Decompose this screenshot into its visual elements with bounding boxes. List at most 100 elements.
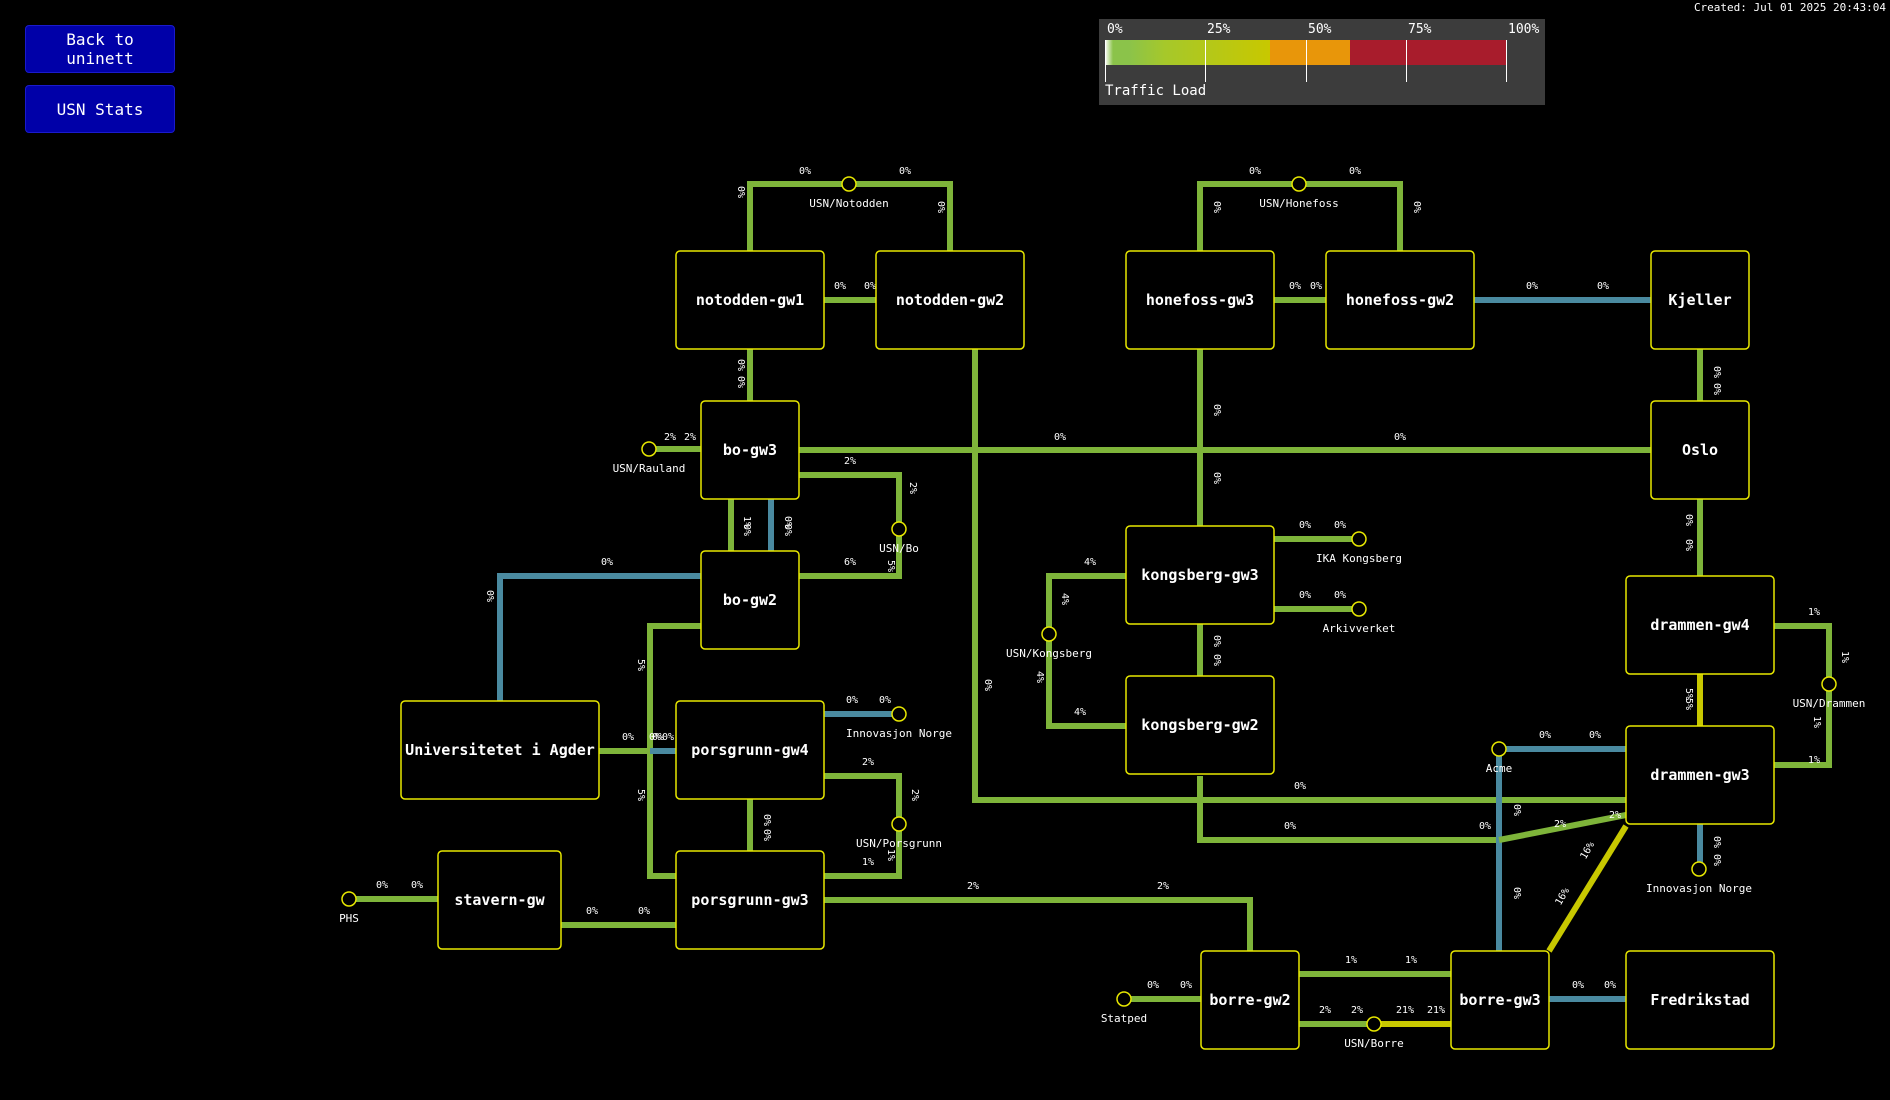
endpoint-statped[interactable]: Statped (1101, 991, 1147, 1025)
endpoint-marker[interactable] (1351, 601, 1367, 617)
node-kongsberg-gw3[interactable]: kongsberg-gw3 (1125, 525, 1275, 625)
node-box[interactable] (1450, 950, 1550, 1050)
node-box[interactable] (1325, 250, 1475, 350)
endpoint-marker[interactable] (891, 706, 907, 722)
link-line[interactable] (497, 573, 701, 701)
node-fredrikstad[interactable]: Fredrikstad (1625, 950, 1775, 1050)
link-l10[interactable]: 2%2% (649, 432, 701, 452)
node-drammen-gw4[interactable]: drammen-gw4 (1625, 575, 1775, 675)
link-line[interactable] (1197, 776, 1500, 843)
node-box[interactable] (700, 550, 800, 650)
link-l36[interactable]: 0%0% (561, 906, 676, 928)
endpoint-usn-drammen[interactable]: USN/Drammen (1793, 676, 1866, 710)
link-l31[interactable]: 0%0% (1499, 730, 1626, 752)
endpoint-arkivverket[interactable]: Arkivverket (1323, 601, 1396, 635)
link-line[interactable] (799, 472, 902, 529)
link-l44[interactable]: 0%0% (599, 732, 674, 754)
node-oslo[interactable]: Oslo (1650, 400, 1750, 500)
link-line[interactable] (824, 897, 1253, 951)
link-l15[interactable]: 1%0% (728, 499, 752, 551)
link-line[interactable] (1546, 824, 1629, 953)
endpoint-ika-kongsberg[interactable]: IKA Kongsberg (1316, 531, 1402, 565)
link-l38[interactable]: 0%0% (1124, 980, 1201, 1002)
link-l13[interactable]: 0%0% (1197, 624, 1222, 676)
node-kjeller[interactable]: Kjeller (1650, 250, 1750, 350)
link-l35[interactable]: 0%0% (349, 880, 438, 902)
node-box[interactable] (700, 400, 800, 500)
node-porsgrunn-gw3[interactable]: porsgrunn-gw3 (675, 850, 825, 950)
link-line[interactable] (972, 349, 1626, 803)
node-borre-gw3[interactable]: borre-gw3 (1450, 950, 1550, 1050)
link-line[interactable] (1046, 634, 1126, 729)
link-l18[interactable]: 0%0% (484, 557, 701, 701)
link-l43[interactable]: 21%21% (1374, 1005, 1451, 1027)
node-box[interactable] (675, 700, 825, 800)
node-box[interactable] (400, 700, 600, 800)
link-l22[interactable]: 0%0% (1274, 520, 1359, 542)
node-notodden-gw2[interactable]: notodden-gw2 (875, 250, 1025, 350)
node-honefoss-gw2[interactable]: honefoss-gw2 (1325, 250, 1475, 350)
node-porsgrunn-gw4[interactable]: porsgrunn-gw4 (675, 700, 825, 800)
node-box[interactable] (437, 850, 562, 950)
node-box[interactable] (1625, 575, 1775, 675)
endpoint-marker[interactable] (891, 816, 907, 832)
link-line[interactable] (799, 529, 902, 579)
endpoint-marker[interactable] (1116, 991, 1132, 1007)
link-l12[interactable]: 0%0% (972, 349, 1626, 803)
link-line[interactable] (747, 181, 953, 251)
link-l23[interactable]: 0%0% (1274, 590, 1359, 612)
node-honefoss-gw3[interactable]: honefoss-gw3 (1125, 250, 1275, 350)
node-uia[interactable]: Universitetet i Agder (400, 700, 600, 800)
node-drammen-gw3[interactable]: drammen-gw3 (1625, 725, 1775, 825)
link-l6[interactable]: 0%0% (735, 349, 753, 401)
link-l25[interactable]: 1%1% (824, 824, 902, 879)
link-l5[interactable]: 0%0% (1474, 281, 1651, 303)
node-box[interactable] (1125, 250, 1275, 350)
endpoint-marker[interactable] (1351, 531, 1367, 547)
endpoint-marker[interactable] (1291, 176, 1307, 192)
link-l19[interactable]: 1%1%1%1% (1774, 607, 1850, 768)
link-l4[interactable]: 0%0% (1274, 281, 1326, 303)
node-stavern-gw[interactable]: stavern-gw (437, 850, 562, 950)
link-l41[interactable]: 1%1% (1299, 955, 1451, 977)
link-l30[interactable]: 0%0% (747, 799, 772, 851)
endpoint-marker[interactable] (1821, 676, 1837, 692)
link-line[interactable] (1774, 623, 1832, 768)
node-borre-gw2[interactable]: borre-gw2 (1200, 950, 1300, 1050)
endpoint-marker[interactable] (641, 441, 657, 457)
link-l11[interactable]: 0%0% (1683, 499, 1703, 576)
link-l7[interactable]: 0%0% (1697, 349, 1722, 401)
link-l40[interactable]: 0%0% (1549, 980, 1626, 1002)
link-l32[interactable]: 0%0% (1197, 776, 1500, 843)
endpoint-marker[interactable] (841, 176, 857, 192)
link-l37[interactable]: 0%0% (1496, 749, 1522, 951)
usn-stats-button[interactable]: USN Stats (25, 85, 175, 133)
node-box[interactable] (1200, 950, 1300, 1050)
endpoint-phs[interactable]: PHS (339, 891, 359, 925)
endpoint-marker[interactable] (1491, 741, 1507, 757)
endpoint-innovasjon-norge-pg[interactable]: Innovasjon Norge (846, 706, 952, 740)
link-l9[interactable]: 0%0% (799, 432, 1651, 453)
endpoint-marker[interactable] (1041, 626, 1057, 642)
endpoint-usn-bo[interactable]: USN/Bo (879, 521, 919, 555)
node-notodden-gw1[interactable]: notodden-gw1 (675, 250, 825, 350)
endpoint-usn-honefoss[interactable]: USN/Honefoss (1259, 176, 1339, 210)
link-l16[interactable]: 6%5% (799, 529, 902, 579)
node-bo-gw3[interactable]: bo-gw3 (700, 400, 800, 500)
link-l27[interactable]: 5%5% (1683, 674, 1703, 726)
link-l21[interactable]: 4%4% (1034, 634, 1126, 729)
link-l8[interactable]: 0%0% (1197, 349, 1222, 526)
link-l2[interactable]: 0%0% (824, 281, 876, 303)
node-box[interactable] (1650, 400, 1750, 500)
node-box[interactable] (1625, 725, 1775, 825)
endpoint-usn-rauland[interactable]: USN/Rauland (613, 441, 686, 475)
node-box[interactable] (1625, 950, 1775, 1050)
endpoint-marker[interactable] (341, 891, 357, 907)
link-line[interactable] (824, 773, 902, 824)
endpoint-usn-notodden[interactable]: USN/Notodden (809, 176, 889, 210)
link-l42[interactable]: 2%2% (1498, 810, 1627, 843)
link-line[interactable] (824, 824, 902, 879)
link-l29[interactable]: 0%0% (824, 695, 899, 717)
link-l45[interactable]: 16%16% (1546, 824, 1629, 953)
endpoint-marker[interactable] (891, 521, 907, 537)
